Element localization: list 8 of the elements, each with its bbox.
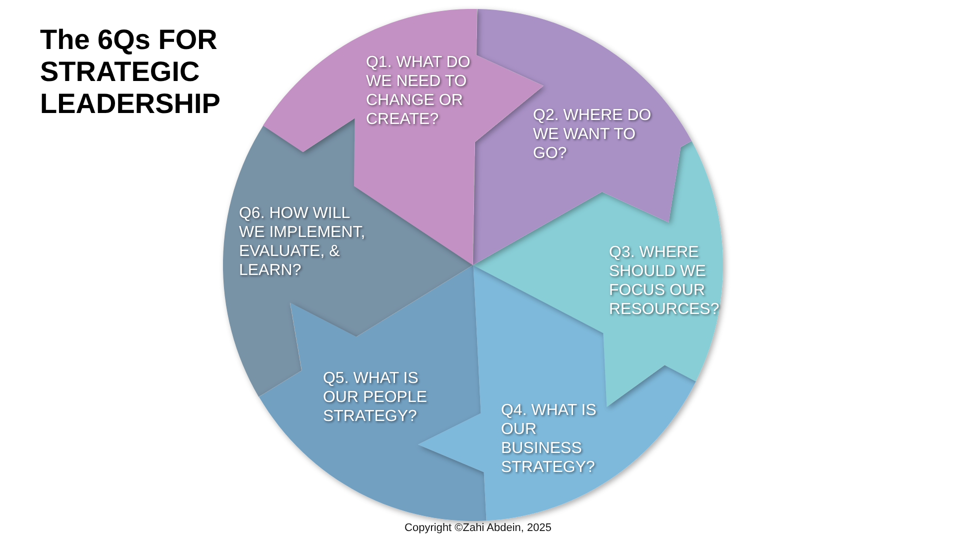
question-text: Q6. HOW WILL WE IMPLEMENT, EVALUATE, & LEARN? <box>238 204 366 280</box>
copyright-note: Copyright ©Zahi Abdein, 2025 <box>404 522 552 535</box>
question-text: Q2. WHERE DO WE WANT TO GO? <box>533 106 652 163</box>
question-text: Q1. WHAT DO WE NEED TO CHANGE OR CREATE? <box>366 52 472 129</box>
question-text: Q5. WHAT IS OUR PEOPLE STRATEGY? <box>322 369 428 426</box>
question-text: Q3. WHERE SHOULD WE FOCUS OUR RESOURCES? <box>609 242 720 319</box>
title: The 6Qs FOR STRATEGIC LEADERSHIP <box>40 24 222 120</box>
question-text: Q4. WHAT IS OUR BUSINESS STRATEGY? <box>500 401 598 477</box>
